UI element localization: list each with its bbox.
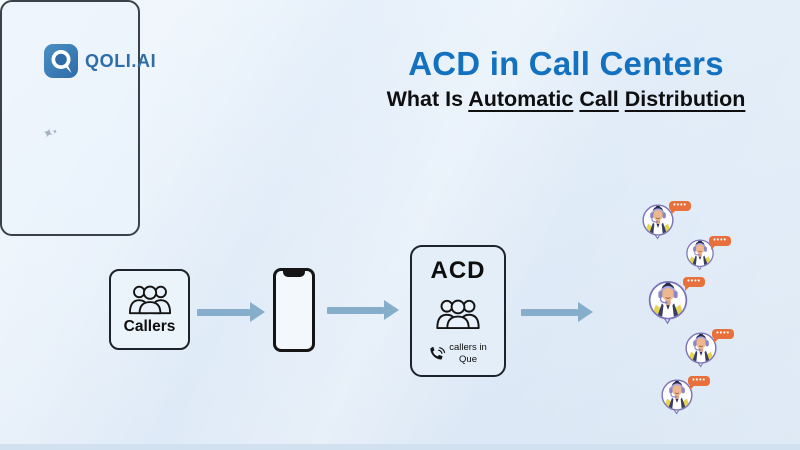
group-icon	[127, 283, 173, 316]
subtitle-word-call: Call	[579, 87, 619, 112]
phone-waves-icon	[429, 346, 446, 362]
arrow-shaft	[327, 306, 384, 314]
group-icon	[434, 297, 482, 331]
page-subtitle: What Is Automatic Call Distribution	[362, 87, 770, 112]
brand-logo: QOLI.AI	[44, 44, 156, 78]
agent-avatar: ••••	[660, 376, 710, 415]
arrow-shaft	[521, 308, 578, 316]
subtitle-word-automatic: Automatic	[468, 87, 574, 112]
agent-avatar: ••••	[684, 329, 734, 368]
callers-box: Callers	[109, 269, 190, 350]
queue-label: callers in Que	[449, 342, 487, 366]
arrow-head-icon	[578, 302, 593, 322]
arrow-head-icon	[384, 300, 399, 320]
acd-title: ACD	[430, 257, 486, 284]
chat-bubble: ••••	[709, 236, 731, 250]
agent-avatar: ••••	[685, 236, 731, 271]
agent-avatar: ••••	[641, 201, 691, 240]
qoli-logo-icon	[44, 44, 78, 78]
subtitle-word-distribution: Distribution	[624, 87, 746, 112]
acd-box: ACD callers in Que	[410, 245, 506, 377]
chat-bubble: ••••	[669, 201, 691, 215]
phone-notch	[283, 271, 305, 277]
header: ACD in Call Centers What Is Automatic Ca…	[362, 45, 770, 112]
footer-band	[0, 444, 800, 450]
page-title: ACD in Call Centers	[408, 45, 724, 82]
queue-row: callers in Que	[429, 342, 487, 366]
callers-label: Callers	[123, 318, 176, 335]
chat-bubble: ••••	[688, 376, 710, 390]
arrow-head-icon	[250, 302, 265, 322]
chat-bubble: ••••	[712, 329, 734, 343]
brand-name: QOLI.AI	[85, 50, 157, 71]
smartphone-icon	[273, 268, 315, 352]
chat-bubble: ••••	[683, 277, 705, 291]
arrow-shaft	[197, 308, 250, 316]
arrow-callers-to-phone	[197, 302, 265, 322]
agent-avatar: ••••	[647, 277, 705, 325]
agents-box	[0, 0, 140, 236]
arrow-acd-to-agents	[521, 302, 593, 322]
arrow-phone-to-acd	[327, 300, 399, 320]
subtitle-prefix: What Is	[386, 87, 464, 112]
